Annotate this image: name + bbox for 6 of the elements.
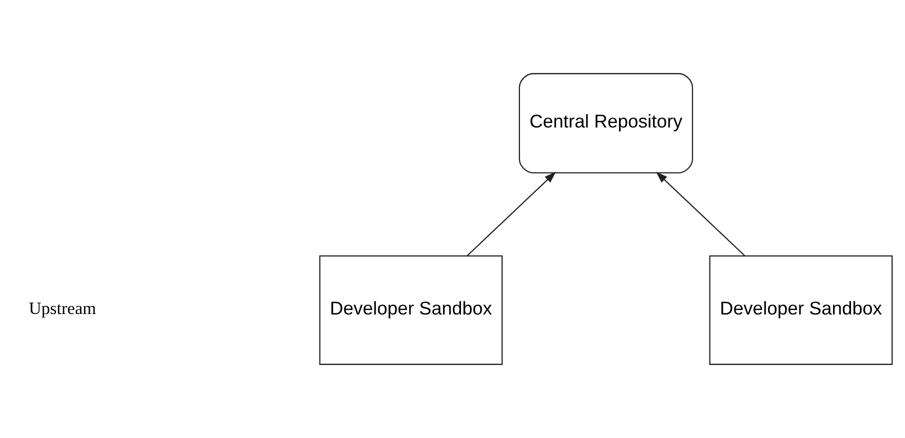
node-box: Developer Sandbox [709,255,893,365]
node-box: Developer Sandbox [319,255,503,365]
label: Upstream [28,299,96,318]
node-box: Central Repository [518,73,694,174]
arrow [656,172,745,256]
arrow [466,172,556,256]
